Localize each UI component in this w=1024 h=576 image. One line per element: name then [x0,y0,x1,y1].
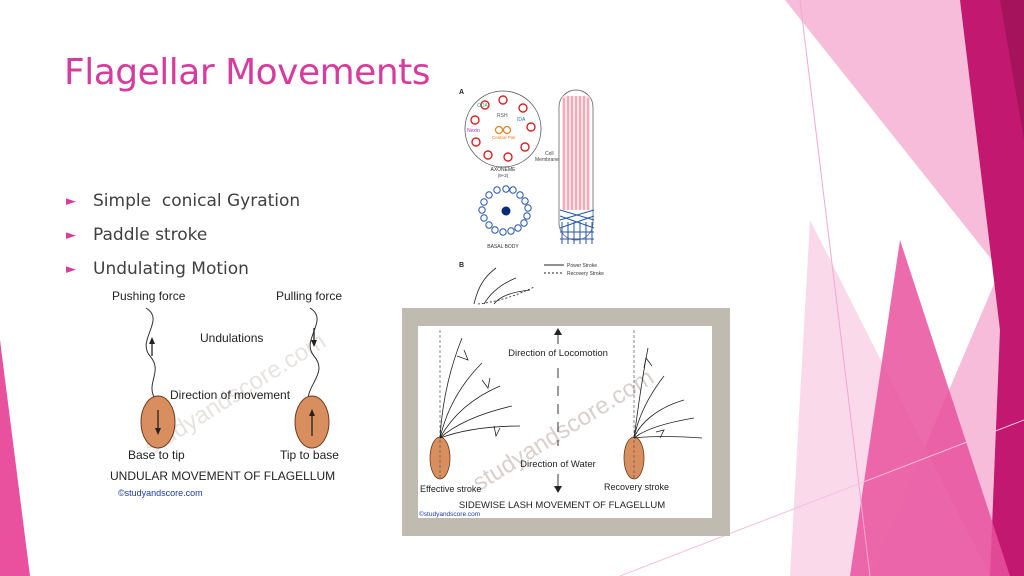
label-direction-movement: Direction of movement [170,388,291,402]
label-direction-water: Direction of Water [520,459,596,470]
label-central-pair: Central Pair [492,135,516,140]
label-membrane: Membrane [535,157,559,163]
basal-body-rings [478,185,532,236]
deco-shape-dark-top [1000,0,1024,140]
undular-movement-diagram: studyandscore.com Pushing force Pulling … [110,289,342,498]
right-flagellum-wave [307,307,320,401]
right-arrowhead-down [311,340,317,347]
label-axoneme-formula: (9+2) [498,173,509,178]
central-pair-left [494,125,504,135]
effective-stroke-curves [439,337,521,439]
sidewise-caption: SIDEWISE LASH MOVEMENT OF FLAGELLUM [459,500,665,511]
undular-caption: UNDULAR MOVEMENT OF FLAGELLUM [110,469,335,483]
axoneme-doublets [470,95,536,162]
panel-b-label: B [459,262,464,269]
flagellum-structure-figure: A ODA RSH IDA Nexin Central Pair Cell Me… [456,82,618,310]
label-base-to-tip: Base to tip [128,448,185,462]
bullet-arrow-icon: ► [66,227,76,243]
label-rsh: RSH [497,113,508,119]
deco-shape-left-edge [0,340,30,576]
flagellum-shaft [562,96,590,210]
basal-body-center [501,206,511,216]
recovery-stroke-arrows [643,357,665,439]
bullet-arrow-icon: ► [66,261,76,277]
stroke-curves [473,267,535,305]
bullet-text: Paddle stroke [93,225,208,245]
undular-movement-figure: studyandscore.com Pushing force Pulling … [104,282,370,504]
axoneme-outline [464,90,542,168]
deco-shape-pink-band [785,0,1024,576]
sidewise-lash-figure: studyandscore.com [402,308,730,536]
sidewise-lash-diagram: studyandscore.com [418,326,712,518]
sidewise-credit: ©studyandscore.com [419,510,480,518]
bullet-item: ► Paddle stroke [66,218,300,252]
deco-thin-line-2 [619,419,1024,576]
central-pair-right [502,125,512,135]
recovery-stroke-curves [633,347,703,439]
legend-recovery: Recovery Stroke [567,271,604,277]
label-basal-body: BASAL BODY [487,244,519,250]
deco-shape-magenta-right [960,0,1024,576]
flagellum-microtubules [563,96,589,210]
flagellum-membrane [558,89,594,241]
bullet-list: ►Simple conical Gyration ►Paddle stroke … [66,184,300,286]
left-arrowhead-up [149,337,155,344]
label-undulations: Undulations [200,331,263,345]
label-oda: ODA [477,103,489,109]
label-pushing-force: Pushing force [112,289,186,303]
label-direction-locomotion: Direction of Locomotion [508,348,608,359]
deco-thin-line [799,0,871,576]
bullet-item: ► Undulating Motion [66,252,300,286]
bullet-text: Simple conical Gyration [93,191,301,211]
label-pulling-force: Pulling force [276,289,342,303]
legend-power: Power Stroke [567,263,597,269]
flagellum-basal-mesh [559,209,595,244]
label-nexin: Nexin [467,128,480,134]
label-recovery-stroke: Recovery stroke [604,482,669,492]
bullet-text: Undulating Motion [93,259,249,279]
right-cell-arrowhead [309,409,315,416]
label-cell: Cell [545,151,554,157]
slide-title: Flagellar Movements [64,52,431,93]
left-flagellum-wave [145,307,157,401]
label-effective-stroke: Effective stroke [420,484,481,494]
left-cell-arrowhead [155,428,161,435]
water-arrowhead [554,486,562,493]
bullet-item: ► Simple conical Gyration [66,184,300,218]
locomotion-arrowhead [554,328,562,335]
label-axoneme: AXONEME [490,167,516,173]
deco-shape-mid-triangle [850,240,1010,576]
panel-a-label: A [459,89,464,96]
label-ida: IDA [517,117,526,123]
bullet-arrow-icon: ► [66,193,76,209]
label-tip-to-base: Tip to base [280,448,339,462]
effective-stroke-arrows [456,349,501,438]
undular-credit: ©studyandscore.com [118,488,203,498]
flagellum-structure-diagram: A ODA RSH IDA Nexin Central Pair Cell Me… [459,89,604,305]
